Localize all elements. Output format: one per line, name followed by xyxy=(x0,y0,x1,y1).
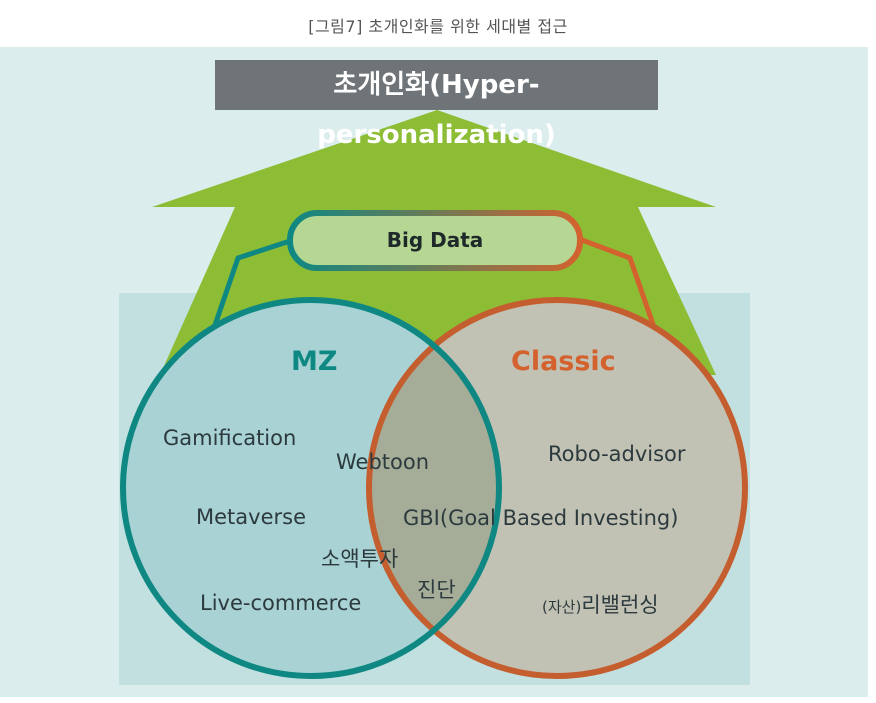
rebalancing-text: 리밸런싱 xyxy=(581,593,659,617)
item-webtoon: Webtoon xyxy=(336,450,430,474)
big-data-pill xyxy=(287,210,583,271)
hyper-personalization-box: 초개인화(Hyper-personalization) xyxy=(215,60,658,150)
mz-circle-outline xyxy=(120,297,502,679)
mz-title: MZ xyxy=(291,346,338,377)
rebalancing-prefix: (자산) xyxy=(542,598,582,616)
overlap-fill xyxy=(369,300,499,676)
figure-caption: [그림7] 초개인화를 위한 세대별 접근 xyxy=(308,17,568,36)
classic-title: Classic xyxy=(511,346,616,377)
item-diagnosis: 진단 xyxy=(417,578,456,602)
connector-right xyxy=(581,237,658,331)
item-gamification: Gamification xyxy=(163,426,297,450)
item-small-investment: 소액투자 xyxy=(321,547,399,571)
item-metaverse: Metaverse xyxy=(196,505,306,529)
connector-left xyxy=(211,237,294,329)
item-robo-advisor: Robo-advisor xyxy=(548,442,686,466)
big-data-label: Big Data xyxy=(386,228,484,252)
item-rebalancing: (자산)리밸런싱 xyxy=(542,589,659,619)
item-gbi: GBI(Goal Based Investing) xyxy=(403,506,679,530)
classic-circle-outline xyxy=(366,297,748,679)
item-live-commerce: Live-commerce xyxy=(200,591,362,615)
